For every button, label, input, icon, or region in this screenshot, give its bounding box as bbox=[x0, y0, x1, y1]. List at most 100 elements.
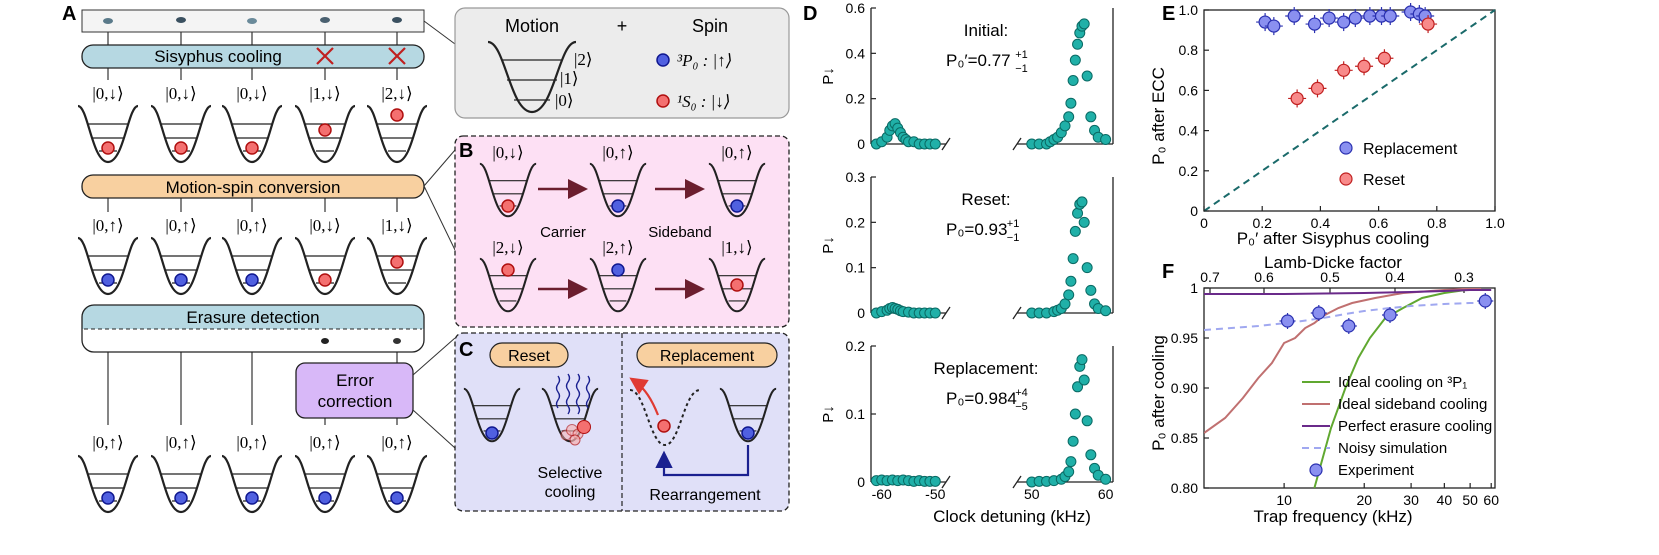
erasure-blob bbox=[321, 338, 329, 344]
ejection-arrow bbox=[629, 377, 660, 416]
f-xlabel: Trap frequency (kHz) bbox=[1253, 507, 1412, 526]
d-data-point bbox=[1076, 196, 1088, 208]
d-data-point bbox=[1081, 70, 1093, 82]
sisyphus-cooling-bar bbox=[81, 44, 425, 69]
f-ytick-label: 0.95 bbox=[1171, 330, 1198, 346]
row3-label: |0,↑⟩ bbox=[92, 433, 123, 452]
d-data-point bbox=[1067, 75, 1079, 87]
d-subplot-value: P₀=0.984 bbox=[946, 389, 1017, 408]
d-data-point bbox=[1081, 262, 1093, 274]
panel-f: F Lamb-Dicke factor Trap frequency (kHz)… bbox=[1149, 253, 1499, 526]
d-data-point bbox=[1078, 216, 1090, 228]
d-ytick-label: 0.4 bbox=[846, 45, 866, 61]
d-data-point bbox=[1059, 120, 1071, 132]
d-data-point bbox=[1063, 111, 1075, 123]
panel-b: B |0,↓⟩ |0,↑⟩ |0,↑⟩ |2,↓⟩ |2,↑⟩ |1,↓⟩ Ca… bbox=[454, 135, 790, 328]
f-toptick-label: 0.6 bbox=[1254, 269, 1274, 285]
d-data-point bbox=[1069, 225, 1081, 237]
row2-label: |0,↑⟩ bbox=[92, 216, 123, 235]
d-ytick-label: 0.6 bbox=[846, 0, 866, 16]
row2-label: |0,↑⟩ bbox=[236, 216, 267, 235]
d-ytick-label: 0.2 bbox=[846, 338, 866, 354]
e-data-point bbox=[1290, 91, 1304, 106]
level-2-label: |2⟩ bbox=[574, 50, 593, 69]
d-data-point bbox=[929, 307, 941, 319]
panel-b-labels: |0,↓⟩ |0,↑⟩ |0,↑⟩ |2,↓⟩ |2,↑⟩ |1,↓⟩ bbox=[492, 143, 752, 257]
spin-down-label: ¹S₀ : |↓⟩ bbox=[677, 92, 730, 111]
row2-label: |0,↑⟩ bbox=[165, 216, 196, 235]
d-axis-break bbox=[1012, 475, 1022, 489]
row3-label: |0,↑⟩ bbox=[165, 433, 196, 452]
panel-b-arrows bbox=[538, 179, 705, 299]
row2-label: |0,↓⟩ bbox=[309, 216, 340, 235]
e-ytick-label: 0.4 bbox=[1179, 123, 1199, 139]
inset-plus-label: + bbox=[617, 16, 628, 36]
d-data-point bbox=[1065, 275, 1077, 287]
d-ytick-label: 0.2 bbox=[846, 91, 866, 107]
d-data-point bbox=[1065, 456, 1077, 468]
f-xtick-label: 20 bbox=[1356, 492, 1372, 508]
b-bottom-label: |2,↑⟩ bbox=[602, 238, 633, 257]
f-series-line bbox=[1204, 289, 1492, 295]
error-correction-box bbox=[295, 362, 414, 419]
replacement-label: Replacement bbox=[660, 348, 755, 365]
rearrangement-label: Rearrangement bbox=[649, 487, 761, 504]
panel-c: C Reset Replacement Selective cooling Re… bbox=[454, 332, 790, 512]
e-legend-label: Reset bbox=[1363, 172, 1405, 189]
e-data-point bbox=[1348, 11, 1362, 25]
row1-label: |0,↓⟩ bbox=[165, 84, 196, 103]
atom-blobs bbox=[103, 17, 402, 24]
row1-labels: |0,↓⟩ |0,↓⟩ |0,↓⟩ |1,↓⟩ |2,↓⟩ bbox=[92, 84, 412, 103]
row2-label: |1,↓⟩ bbox=[381, 216, 412, 235]
level-1-label: |1⟩ bbox=[560, 69, 579, 88]
f-legend-label: Noisy simulation bbox=[1338, 440, 1447, 457]
d-value-sup: +4 bbox=[1015, 387, 1028, 399]
sideband-label: Sideband bbox=[648, 224, 711, 241]
panel-label-f: F bbox=[1162, 261, 1174, 283]
error-correction-line1: Error bbox=[336, 371, 374, 390]
f-toplabel: Lamb-Dicke factor bbox=[1264, 253, 1402, 272]
d-data-point bbox=[1072, 381, 1084, 393]
d-xtick-label: -60 bbox=[872, 486, 892, 502]
d-xtick-label: 50 bbox=[1024, 486, 1040, 502]
erasure-label: Erasure detection bbox=[186, 308, 319, 327]
e-xtick-label: 0.8 bbox=[1427, 215, 1447, 231]
f-toptick-label: 0.7 bbox=[1200, 269, 1220, 285]
erasure-detection-bar bbox=[81, 304, 425, 353]
d-axis-break bbox=[1012, 137, 1022, 151]
e-xlabel: P₀′ after Sisyphus cooling bbox=[1237, 229, 1430, 248]
d-value-sub: −5 bbox=[1015, 401, 1028, 413]
e-data-point bbox=[1357, 59, 1371, 73]
d-data-point bbox=[1085, 111, 1097, 123]
e-xtick-label: 0.6 bbox=[1369, 215, 1389, 231]
panel-e: E P₀′ after Sisyphus cooling P₀ after EC… bbox=[1149, 2, 1505, 248]
d-axis-break bbox=[941, 306, 951, 320]
f-xtick-label: 50 bbox=[1462, 492, 1478, 508]
d-subplot-value: P₀=0.93 bbox=[946, 220, 1007, 239]
f-toptick-label: 0.3 bbox=[1454, 269, 1474, 285]
d-ylabel: P↓ bbox=[820, 67, 837, 85]
e-ytick-label: 0.6 bbox=[1179, 82, 1199, 98]
d-data-point bbox=[929, 475, 941, 487]
replacement-badge bbox=[636, 342, 778, 368]
d-subplot: 00.10.20.3P↓Reset:P₀=0.93+1−1 bbox=[820, 169, 1114, 321]
d-xlabel: Clock detuning (kHz) bbox=[933, 507, 1091, 526]
e-data-point bbox=[1337, 63, 1351, 77]
e-legend-label: Replacement bbox=[1363, 141, 1458, 158]
d-data-point bbox=[1067, 435, 1079, 447]
e-ytick-label: 0.8 bbox=[1179, 42, 1199, 58]
d-ytick-label: 0.2 bbox=[846, 214, 866, 230]
d-ytick-label: 0.1 bbox=[846, 406, 866, 422]
d-value-sub: −1 bbox=[1015, 63, 1028, 75]
f-ytick-label: 1 bbox=[1190, 280, 1198, 296]
f-legend-label: Experiment bbox=[1338, 462, 1415, 479]
d-subplot-title: Initial: bbox=[964, 21, 1008, 40]
row3-labels: |0,↑⟩ |0,↑⟩ |0,↑⟩ |0,↑⟩ |0,↑⟩ bbox=[92, 433, 412, 452]
e-ylabel: P₀ after ECC bbox=[1149, 67, 1168, 165]
f-toptick-label: 0.4 bbox=[1385, 269, 1405, 285]
d-data-point bbox=[1069, 54, 1081, 66]
e-data-point bbox=[1287, 9, 1301, 23]
conversion-label: Motion-spin conversion bbox=[166, 178, 341, 197]
